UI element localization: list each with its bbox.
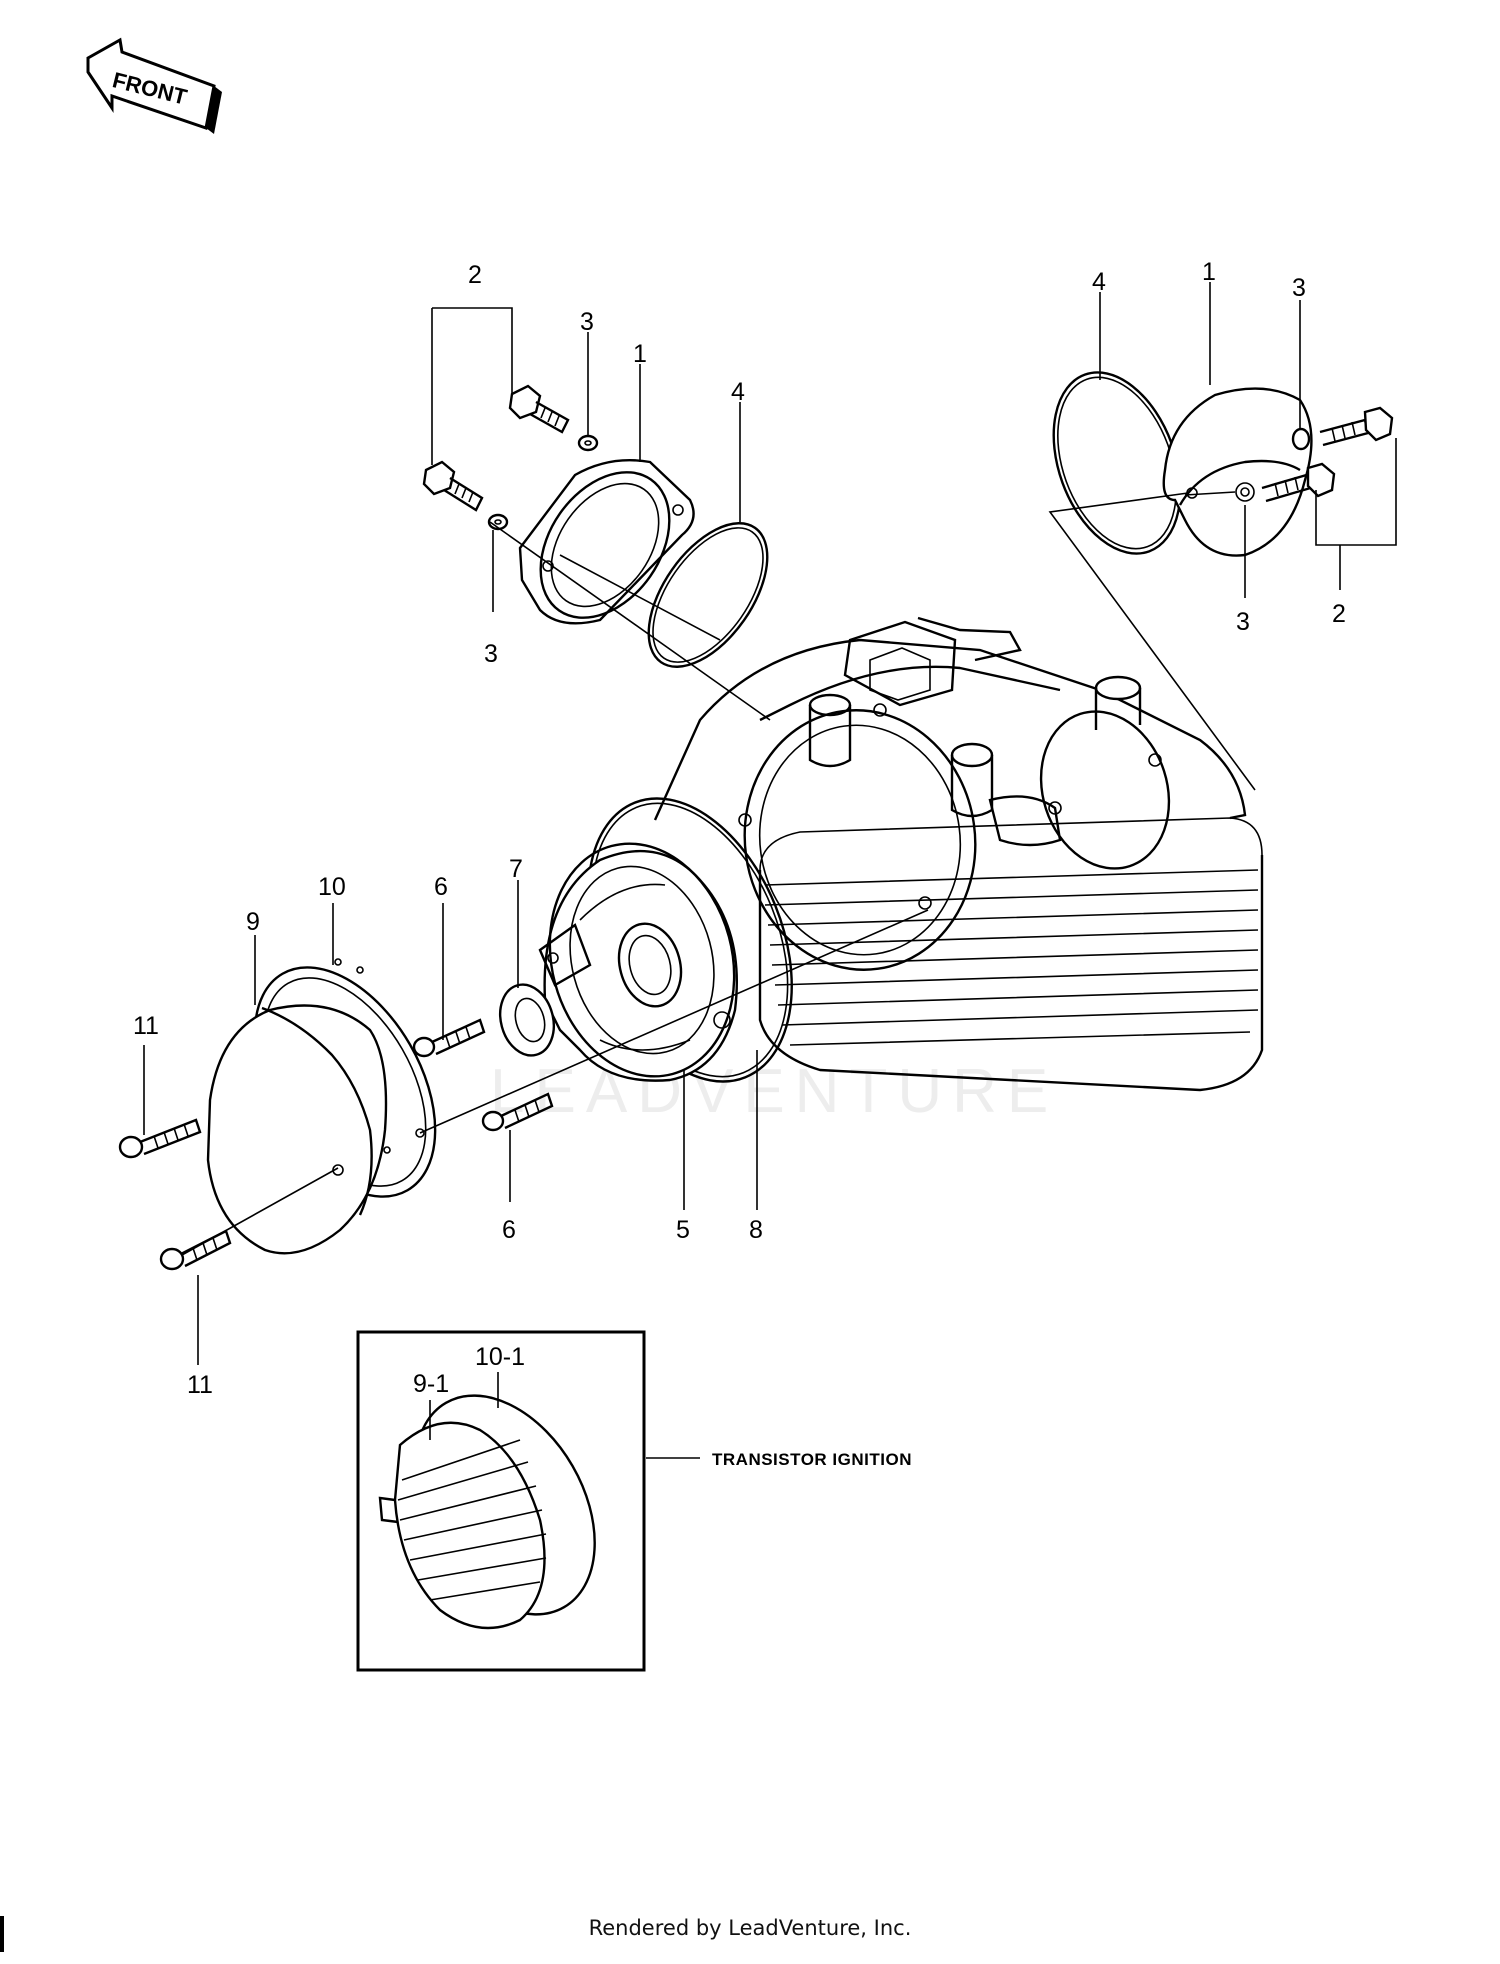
callout-3-top-right-lower: 3 bbox=[1236, 608, 1250, 636]
callout-9: 9 bbox=[246, 908, 260, 936]
cap-cover-right-icon bbox=[1162, 387, 1313, 557]
callout-7: 7 bbox=[509, 855, 523, 883]
ribbed-cover-9-1-icon bbox=[378, 1394, 596, 1630]
top-left-cap-assembly bbox=[422, 307, 771, 721]
screw-11-lower-icon bbox=[159, 1229, 232, 1271]
front-arrow-icon: FRONT bbox=[86, 37, 222, 134]
bolt-upper-right-icon bbox=[1319, 406, 1394, 447]
callout-3-top-left-upper: 3 bbox=[580, 308, 594, 336]
callout-6-upper: 6 bbox=[434, 873, 448, 901]
left-edge-mark bbox=[0, 1916, 4, 1952]
lower-assembly bbox=[118, 797, 929, 1365]
transistor-ignition-inset bbox=[356, 1330, 700, 1672]
callout-4-top-right: 4 bbox=[1092, 268, 1106, 296]
footer-credit: Rendered by LeadVenture, Inc. bbox=[588, 1916, 912, 1940]
washer-upper-icon bbox=[577, 434, 599, 452]
callout-4-top-left: 4 bbox=[731, 378, 745, 406]
bolt-lower-left-icon bbox=[422, 460, 484, 512]
cylinder-head bbox=[653, 616, 1264, 1092]
washer-right-icon bbox=[1291, 427, 1311, 451]
callout-1-top-left: 1 bbox=[633, 340, 647, 368]
housing-5-icon bbox=[538, 842, 739, 1082]
o-ring-left-icon bbox=[647, 522, 769, 668]
callout-1-top-right: 1 bbox=[1202, 258, 1216, 286]
callout-11-lower: 11 bbox=[187, 1371, 213, 1399]
callout-6-lower: 6 bbox=[502, 1216, 516, 1244]
cover-9-icon bbox=[206, 1004, 388, 1255]
callout-3-top-right-upper: 3 bbox=[1292, 274, 1306, 302]
cap-cover-left-icon bbox=[518, 459, 695, 625]
screw-6-upper-icon bbox=[412, 1018, 486, 1058]
callout-10-1: 10-1 bbox=[475, 1343, 525, 1371]
callout-3-top-left-lower: 3 bbox=[484, 640, 498, 668]
callout-8: 8 bbox=[749, 1216, 763, 1244]
callout-2-top-left: 2 bbox=[468, 261, 482, 289]
screw-6-lower-icon bbox=[481, 1092, 554, 1132]
watermark-text: LEADVENTURE bbox=[490, 1057, 1058, 1126]
transistor-ignition-label: TRANSISTOR IGNITION bbox=[712, 1450, 912, 1469]
washer-lower-icon bbox=[487, 513, 509, 531]
callout-11-upper: 11 bbox=[133, 1012, 159, 1040]
callout-10: 10 bbox=[318, 873, 346, 901]
top-right-cap-assembly bbox=[1048, 282, 1397, 791]
callout-2-top-right: 2 bbox=[1332, 600, 1346, 628]
callout-5: 5 bbox=[676, 1216, 690, 1244]
callout-9-1: 9-1 bbox=[413, 1370, 449, 1398]
screw-11-upper-icon bbox=[118, 1118, 202, 1159]
bolt-upper-left-icon bbox=[508, 384, 570, 434]
bolt-lower-right-icon bbox=[1261, 462, 1336, 503]
